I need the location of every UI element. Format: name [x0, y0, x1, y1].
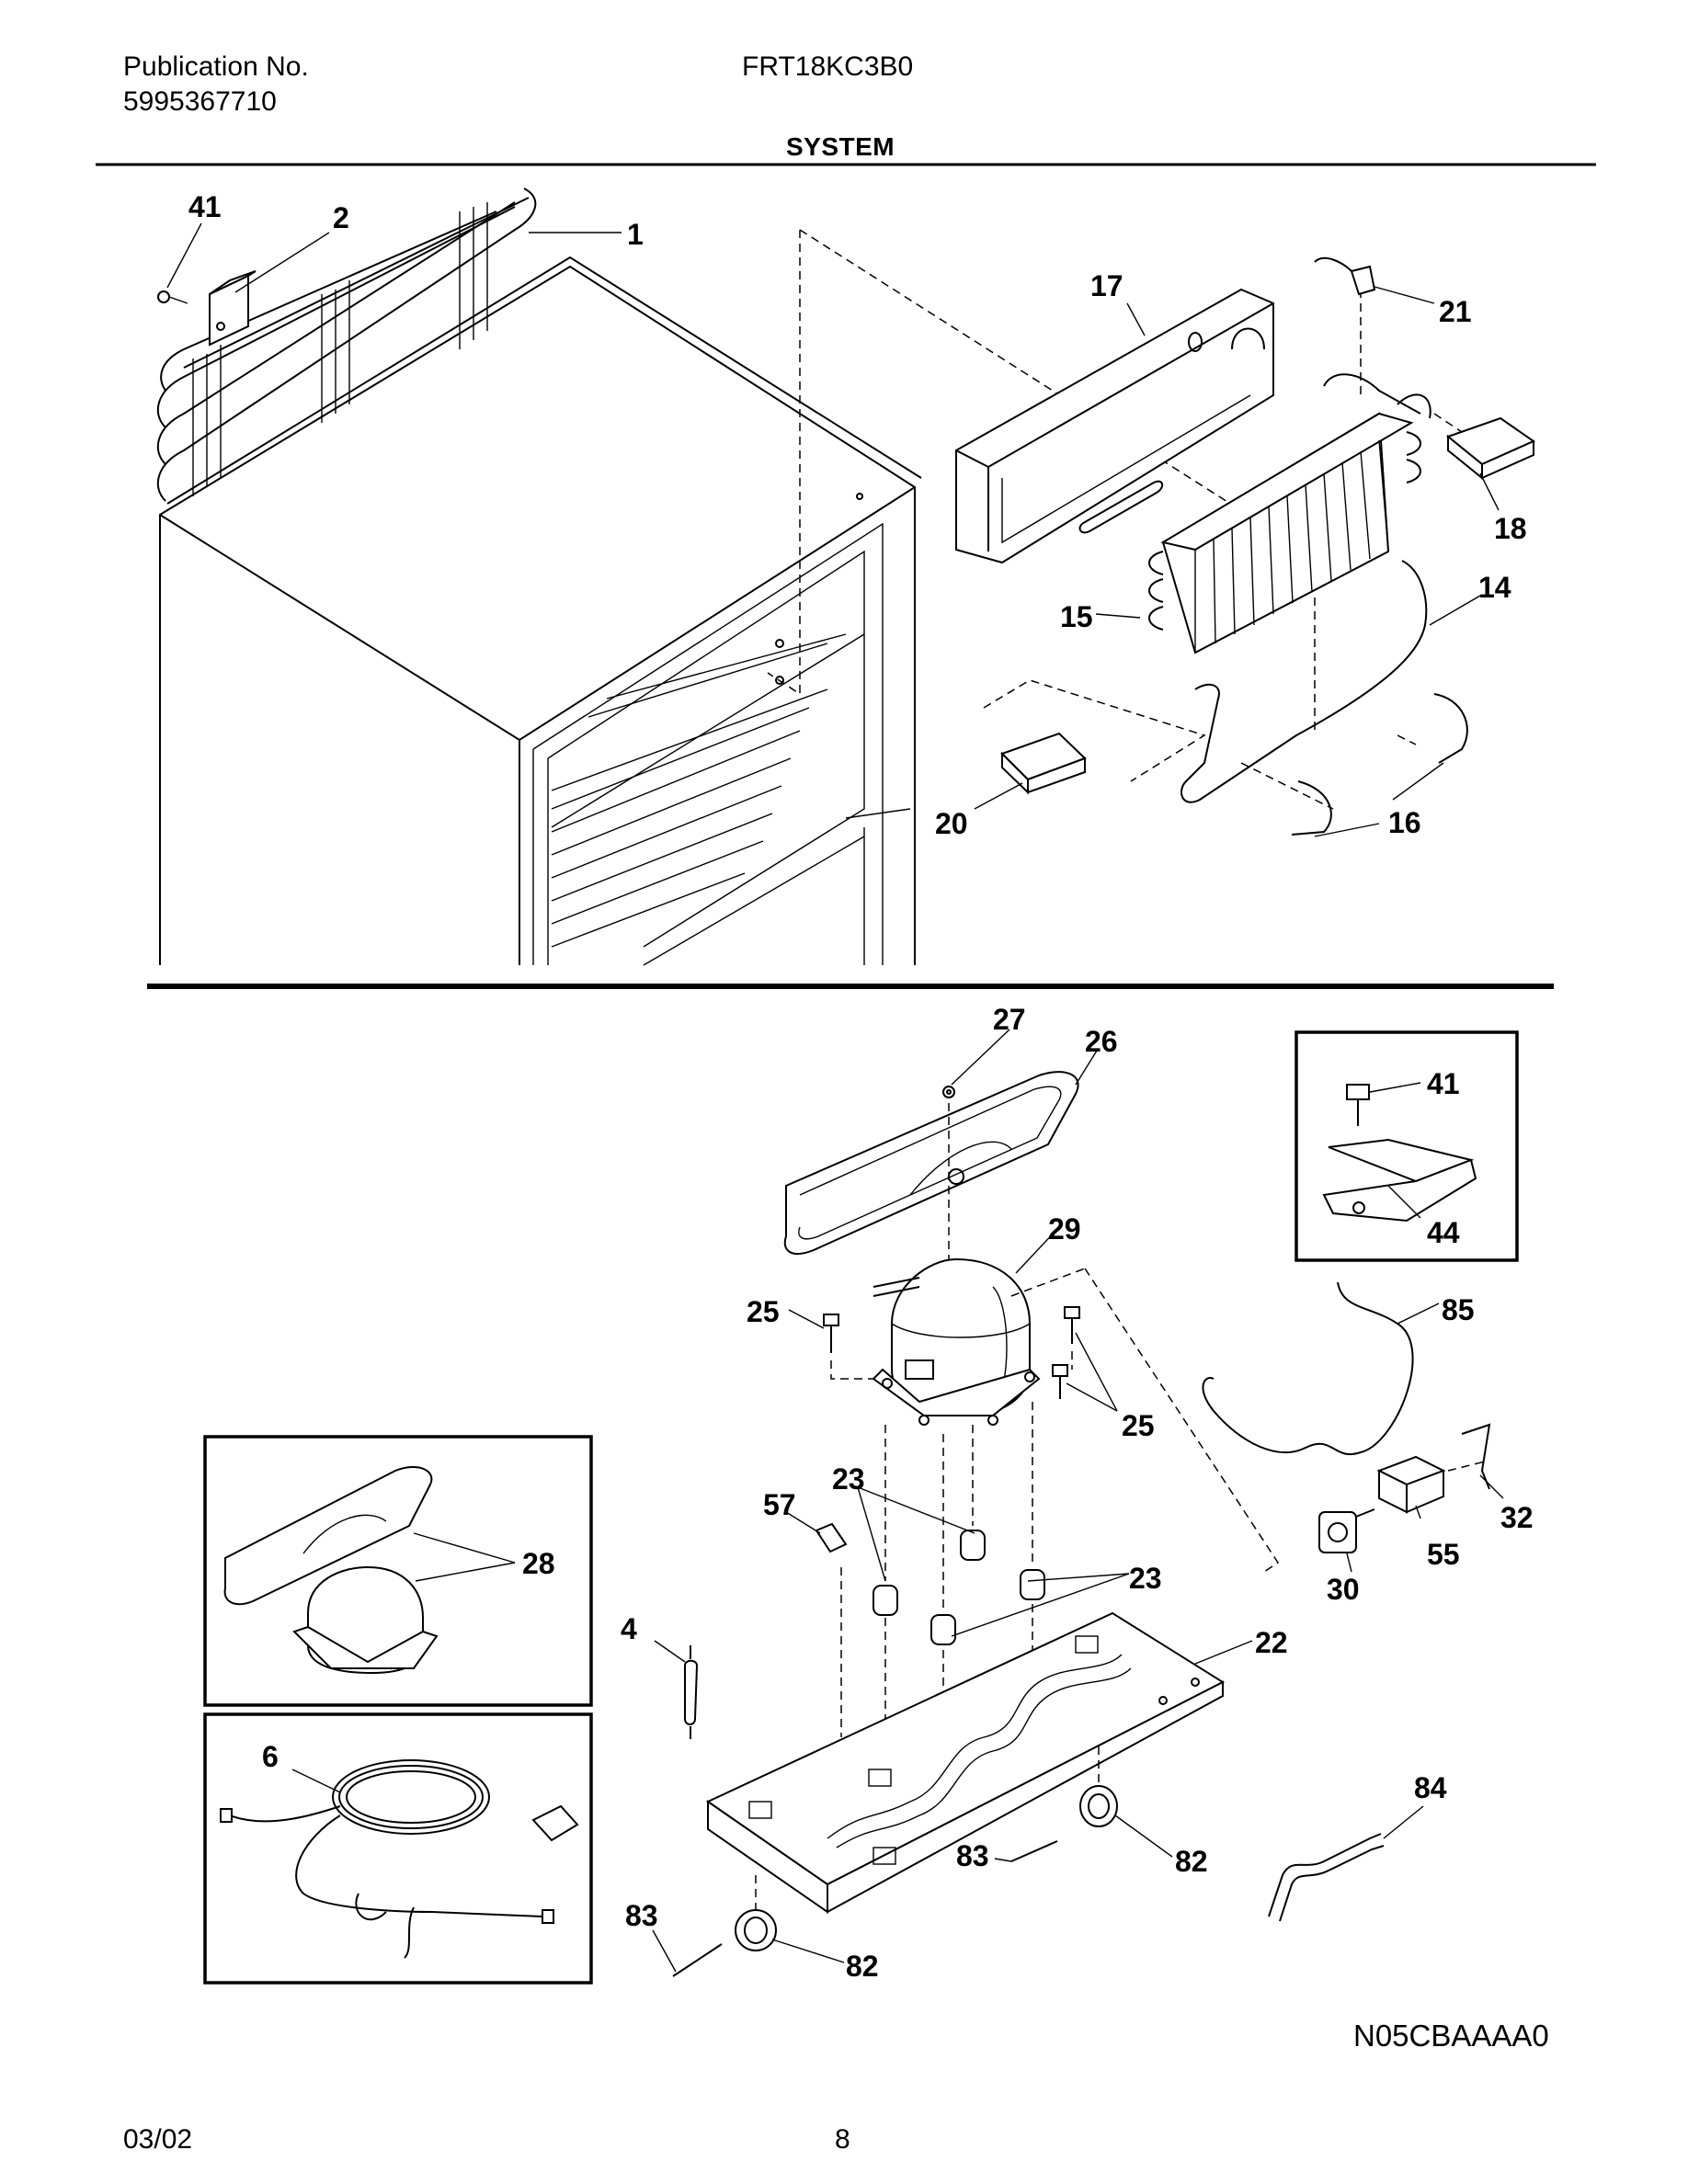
refrigerator-cabinet: [159, 256, 922, 966]
model-number: FRT18KC3B0: [742, 51, 914, 82]
roller-82-lower: [735, 1909, 777, 1951]
callout-18: 18: [1494, 512, 1527, 545]
callout-2: 2: [333, 201, 349, 234]
grommets: [873, 1530, 1045, 1645]
callout-21: 21: [1439, 295, 1472, 328]
callout-26: 26: [1085, 1025, 1118, 1058]
pin-83-lower: [672, 1943, 723, 1977]
callout-28: 28: [522, 1547, 555, 1580]
compressor: [872, 1257, 1041, 1426]
pin-83-right: [1010, 1840, 1058, 1862]
callout-32: 32: [1500, 1501, 1534, 1534]
clip-57: [815, 1522, 848, 1553]
pad-18: [1445, 416, 1536, 481]
callout-14: 14: [1478, 571, 1511, 604]
bolt-41-detail: [1346, 1084, 1370, 1126]
callout-16: 16: [1388, 806, 1421, 839]
callout-15: 15: [1060, 600, 1093, 633]
overload-30: [1318, 1508, 1375, 1553]
callout-17: 17: [1090, 269, 1123, 302]
diagram-code: N05CBAAAA0: [1353, 2019, 1549, 2053]
detail-box-28: [203, 1435, 593, 1707]
power-cord: [220, 1759, 579, 1959]
detail-box-41-44: [1295, 1030, 1519, 1262]
callout-29: 29: [1048, 1212, 1081, 1246]
callout-4: 4: [621, 1612, 637, 1645]
wires-32: [1461, 1423, 1491, 1490]
callout-85: 85: [1442, 1293, 1475, 1326]
callout-25-left: 25: [747, 1295, 780, 1328]
drain-pan: [783, 1071, 1079, 1255]
callout-41-top: 41: [188, 190, 222, 223]
callout-1: 1: [627, 218, 644, 251]
callout-84: 84: [1414, 1771, 1447, 1804]
detail-box-6: [203, 1712, 593, 1985]
roller-82-right: [1079, 1785, 1118, 1827]
callout-44: 44: [1427, 1216, 1460, 1249]
callout-82-lower: 82: [846, 1950, 879, 1983]
pan-on-compressor: [223, 1466, 439, 1675]
callout-27: 27: [993, 1003, 1026, 1036]
coil-bracket: [209, 270, 257, 347]
tube-84: [1268, 1833, 1382, 1917]
callout-20: 20: [935, 807, 968, 840]
evaporator-cover: [955, 288, 1274, 564]
callout-22: 22: [1255, 1626, 1288, 1659]
bracket-44: [1322, 1138, 1477, 1223]
callout-30: 30: [1327, 1573, 1360, 1606]
publication-label: Publication No.: [123, 51, 309, 82]
callout-83-right: 83: [956, 1839, 989, 1872]
callout-57: 57: [763, 1488, 796, 1521]
block-20: [1000, 732, 1087, 795]
relay-55: [1376, 1455, 1446, 1514]
tube-85: [1202, 1281, 1414, 1455]
mounting-bolts: [823, 1306, 1080, 1399]
evaporator: [1148, 373, 1431, 654]
filter-drier: [684, 1645, 699, 1739]
footer-date: 03/02: [123, 2124, 193, 2155]
callout-6: 6: [262, 1740, 279, 1773]
callout-23-top: 23: [832, 1462, 865, 1496]
callout-83-lower: 83: [625, 1899, 658, 1932]
page-number: 8: [835, 2124, 850, 2155]
callout-55: 55: [1427, 1538, 1460, 1571]
defrost-heater: [1180, 560, 1428, 803]
sensor-21: [1314, 256, 1376, 296]
callout-82-right: 82: [1175, 1845, 1208, 1878]
base-plate: [705, 1611, 1226, 1914]
screw-41: [157, 290, 188, 304]
section-title: SYSTEM: [786, 132, 895, 161]
condenser-coil: [156, 188, 537, 502]
publication-number: 5995367710: [123, 86, 277, 117]
callout-41-detail: 41: [1427, 1067, 1460, 1100]
callout-23-right: 23: [1129, 1562, 1162, 1595]
callout-25-right: 25: [1122, 1409, 1155, 1442]
